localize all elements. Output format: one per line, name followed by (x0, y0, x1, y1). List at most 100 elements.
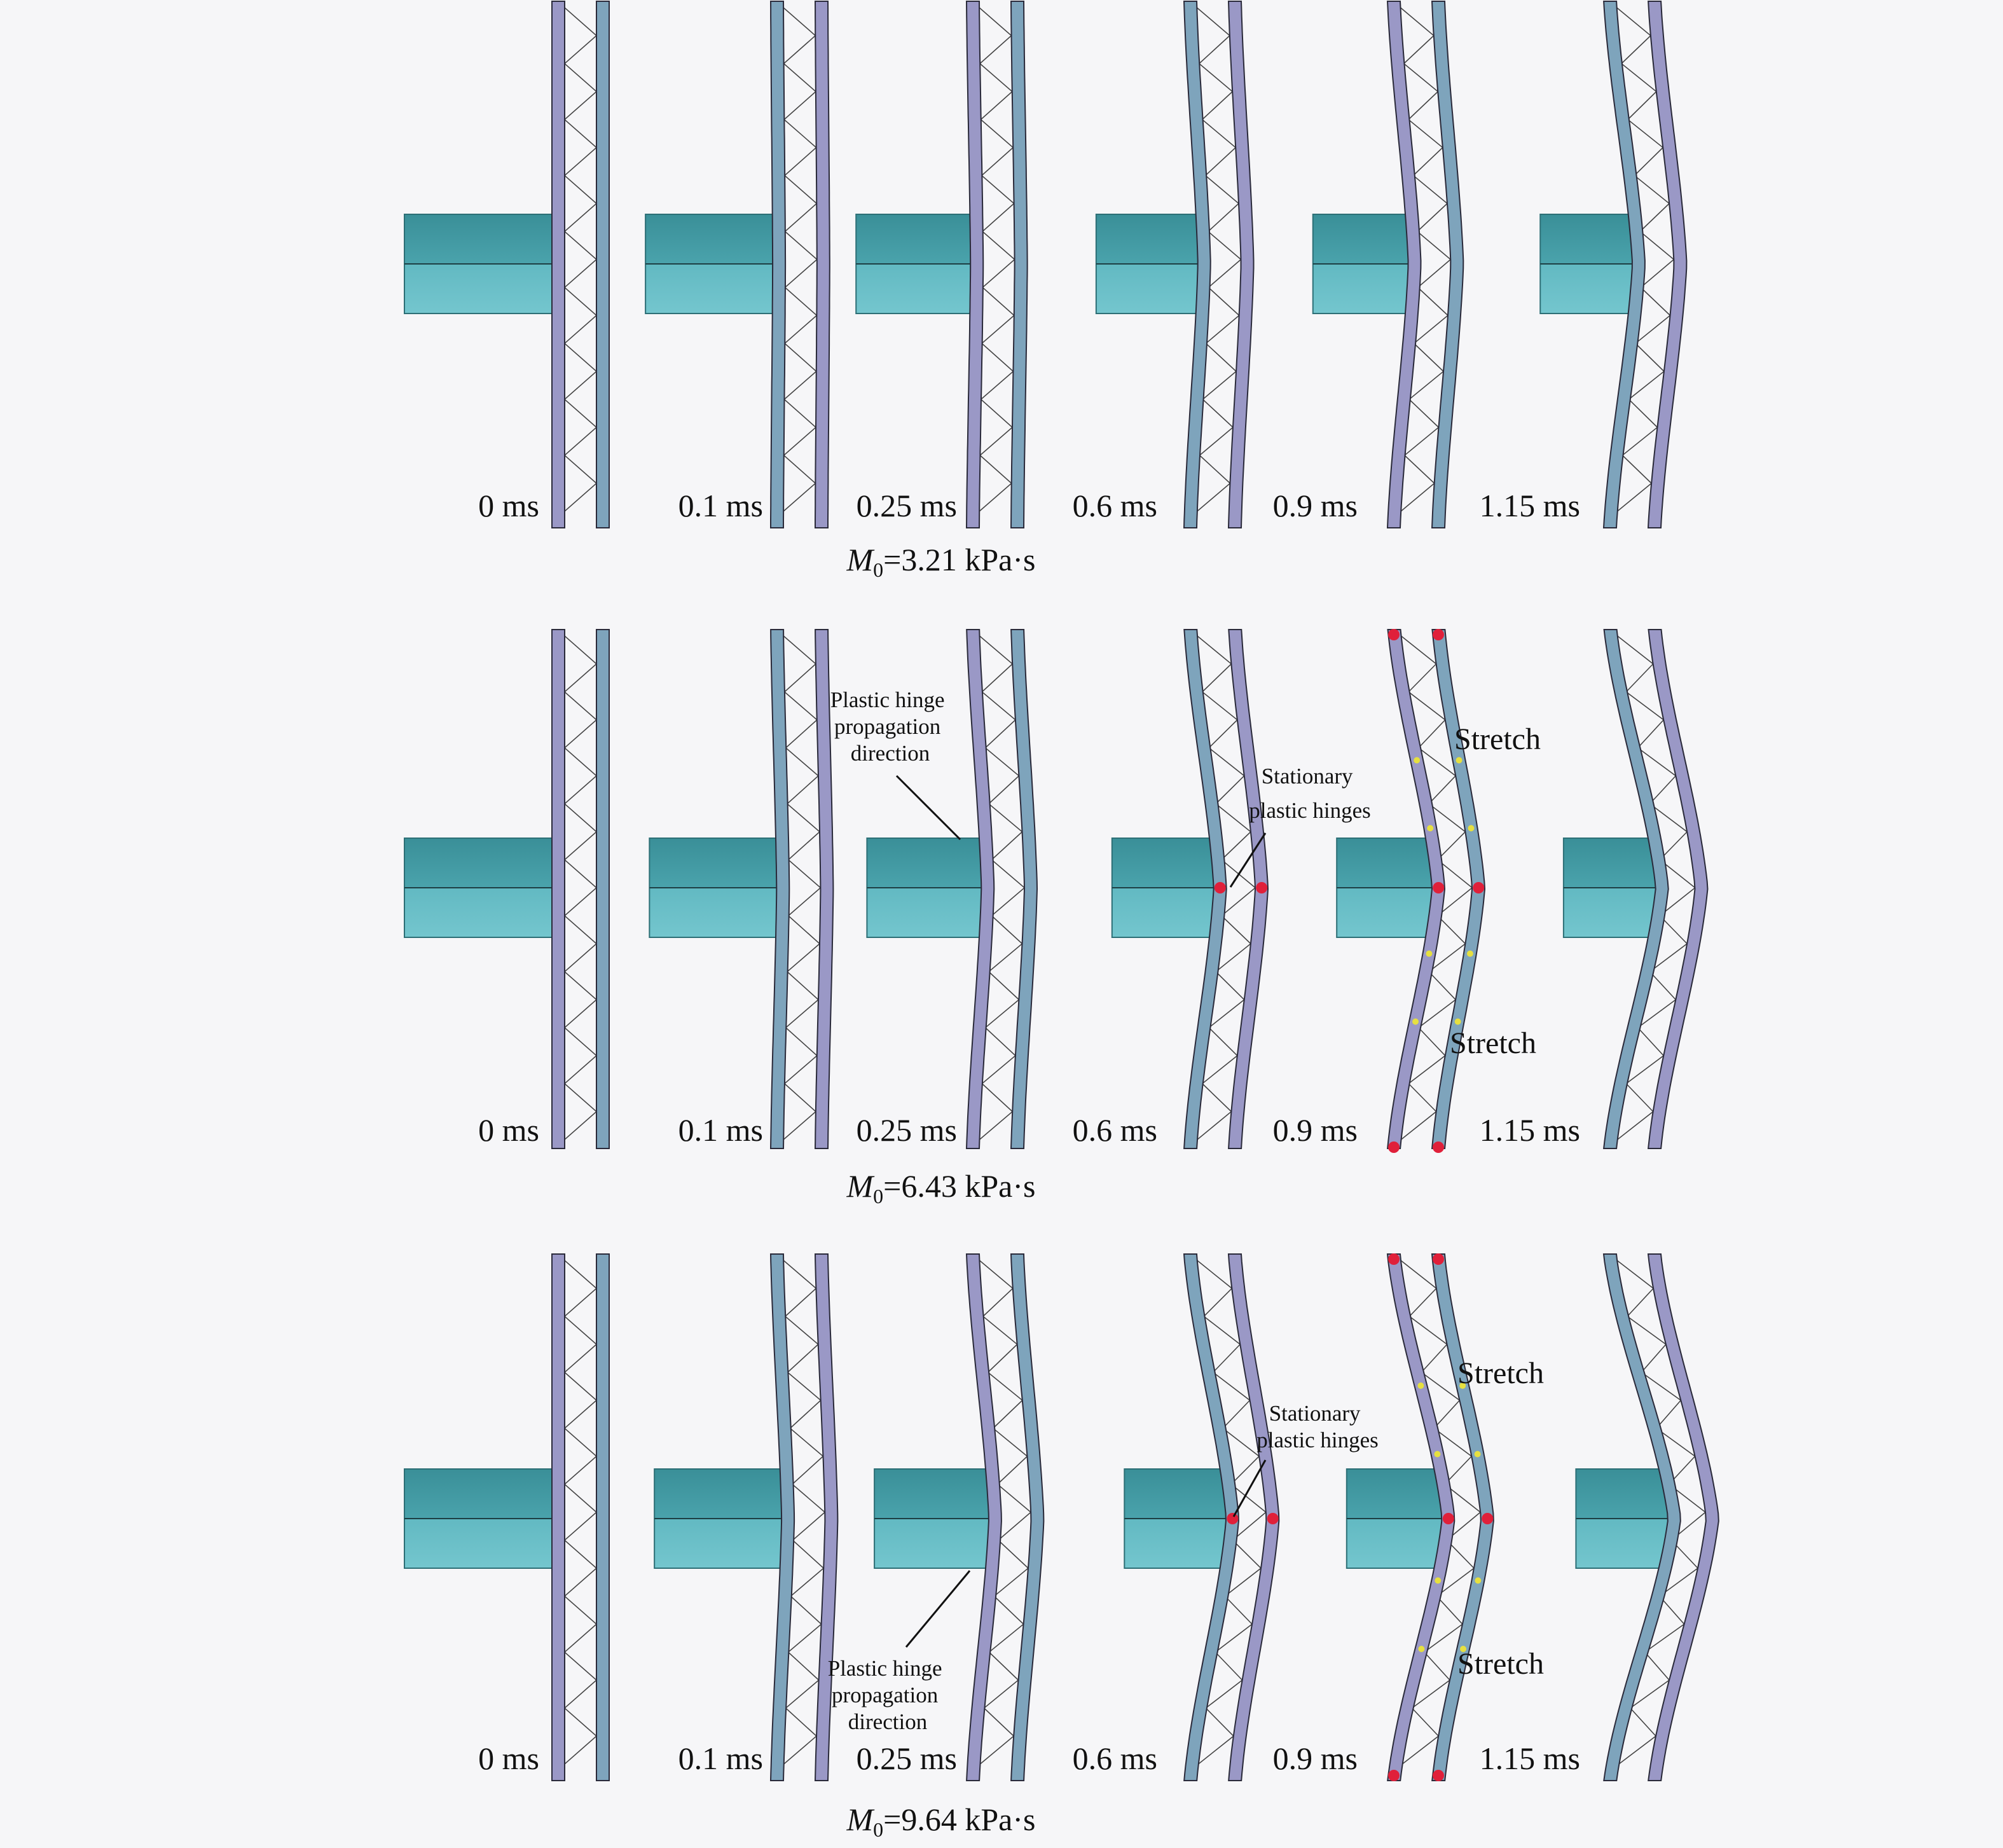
caption-subscript: 0 (873, 1185, 883, 1208)
caption-value: =3.21 kPa·s (883, 542, 1035, 577)
caption-value: =9.64 kPa·s (883, 1802, 1035, 1837)
hinge-propagation-leader (895, 775, 961, 841)
end-hinge-marker (1433, 629, 1444, 640)
stationary-hinge-marker (1267, 1513, 1279, 1524)
row-1-frame-6: 1.15 ms (1480, 0, 1688, 528)
time-label: 0.1 ms (678, 488, 763, 523)
back-face-sheet (1010, 1, 1028, 528)
back-face-sheet (1647, 0, 1688, 528)
stationary-hinge-marker (1227, 1513, 1239, 1524)
stretch-marker (1475, 1577, 1482, 1584)
row-2-annotations: Plastic hinge propagation direction Stat… (830, 687, 1541, 1060)
back-face-sheet (596, 1, 610, 528)
stationary-hinge-marker (1442, 1513, 1454, 1524)
end-hinge-marker (1388, 1253, 1400, 1265)
time-label: 0 ms (478, 1741, 539, 1776)
row-2-caption: M0=6.43 kPa·s (846, 1168, 1036, 1208)
time-label: 0.1 ms (678, 1741, 763, 1776)
stretch-marker (1412, 1018, 1419, 1025)
stationary-hinge-marker (1482, 1513, 1494, 1524)
front-face-sheet (1602, 1253, 1681, 1781)
stationary-hinges-label: Stationary plastic hinges (1249, 764, 1371, 823)
time-label: 0 ms (478, 488, 539, 523)
hinge-propagation-label: Plastic hinge propagation direction (828, 1656, 948, 1734)
stationary-hinges-leader (1232, 1459, 1267, 1517)
stretch-marker (1434, 1451, 1441, 1458)
end-hinge-marker (1433, 1253, 1444, 1265)
front-face-sheet (551, 1, 565, 528)
core-lattice (563, 7, 598, 512)
row-1-frame-3: 0.25 ms (855, 1, 1028, 528)
back-face-sheet (1010, 629, 1038, 1149)
back-face-sheet (1647, 629, 1709, 1149)
time-label: 0.9 ms (1273, 1112, 1358, 1148)
front-face-sheet (965, 629, 995, 1149)
row-3-frame-6: 1.15 ms (1480, 1253, 1719, 1781)
row-3-frame-1: 0 ms (404, 1253, 610, 1781)
back-face-sheet (596, 1253, 610, 1781)
front-face-sheet (965, 1, 984, 528)
back-face-sheet (1431, 1253, 1494, 1781)
front-face-sheet (551, 629, 565, 1149)
stretch-marker (1435, 1577, 1442, 1584)
row-3-frame-5: 0.9 ms (1273, 1253, 1494, 1781)
stretch-label-top: Stretch (1457, 1356, 1544, 1390)
end-hinge-marker (1388, 629, 1400, 640)
hinge-propagation-leader (905, 1570, 971, 1648)
hinge-propagation-label: Plastic hinge propagation direction (830, 687, 951, 766)
stationary-hinge-marker (1256, 882, 1268, 893)
row-3-annotations: Plastic hinge propagation direction Stat… (828, 1356, 1544, 1734)
core-lattice (563, 1260, 598, 1765)
stationary-hinges-leader (1229, 832, 1267, 888)
row-1-frame-1: 0 ms (404, 1, 610, 528)
stationary-hinge-marker (1214, 882, 1226, 893)
stationary-hinge-marker (1433, 882, 1445, 893)
row-2-frame-4: 0.6 ms (1073, 629, 1269, 1149)
front-face-sheet (769, 1253, 795, 1781)
stretch-marker (1466, 950, 1473, 957)
stationary-hinge-marker (1473, 882, 1485, 893)
front-face-sheet (1183, 0, 1211, 528)
time-label: 0.6 ms (1073, 1112, 1157, 1148)
stationary-hinges-label: Stationary plastic hinges (1256, 1401, 1379, 1452)
stretch-marker (1426, 950, 1433, 957)
end-hinge-marker (1388, 1770, 1400, 1781)
stretch-marker (1459, 1383, 1466, 1389)
caption-subscript: 0 (873, 1818, 883, 1841)
stretch-label-bottom: Stretch (1457, 1647, 1544, 1681)
stretch-marker (1417, 1383, 1424, 1389)
stretch-marker (1474, 1451, 1481, 1458)
time-label: 0 ms (478, 1112, 539, 1148)
end-hinge-marker (1433, 1141, 1444, 1153)
stretch-label-bottom: Stretch (1450, 1026, 1536, 1060)
caption-symbol: M (846, 1802, 875, 1837)
stretch-marker (1468, 825, 1475, 832)
front-face-sheet (965, 1253, 1002, 1781)
time-label: 0.25 ms (857, 1741, 957, 1776)
row-2-frame-1: 0 ms (404, 629, 610, 1149)
back-face-sheet (814, 1253, 839, 1781)
stretch-marker (1418, 1646, 1425, 1652)
stretch-marker (1454, 1018, 1461, 1025)
back-face-sheet (1647, 1253, 1719, 1781)
row-3-caption: M0=9.64 kPa·s (846, 1802, 1036, 1841)
front-face-sheet (769, 629, 790, 1149)
core-lattice (783, 7, 818, 512)
front-face-sheet (1386, 1253, 1456, 1781)
row-2-frame-3: 0.25 ms (857, 629, 1038, 1149)
row-3-frame-4: 0.6 ms (1073, 1253, 1280, 1781)
time-label: 0.25 ms (857, 488, 957, 523)
time-label: 0.9 ms (1273, 488, 1358, 523)
back-face-sheet (596, 629, 610, 1149)
time-label: 0.9 ms (1273, 1741, 1358, 1776)
time-label: 0.25 ms (857, 1112, 957, 1148)
core-lattice (563, 635, 598, 1140)
end-hinge-marker (1433, 1770, 1444, 1781)
row-2-frame-2: 0.1 ms (649, 629, 834, 1149)
caption-symbol: M (846, 542, 875, 577)
back-face-sheet (1010, 1253, 1045, 1781)
row-2-frame-5: 0.9 ms (1273, 629, 1486, 1153)
row-1-frame-4: 0.6 ms (1073, 0, 1255, 528)
